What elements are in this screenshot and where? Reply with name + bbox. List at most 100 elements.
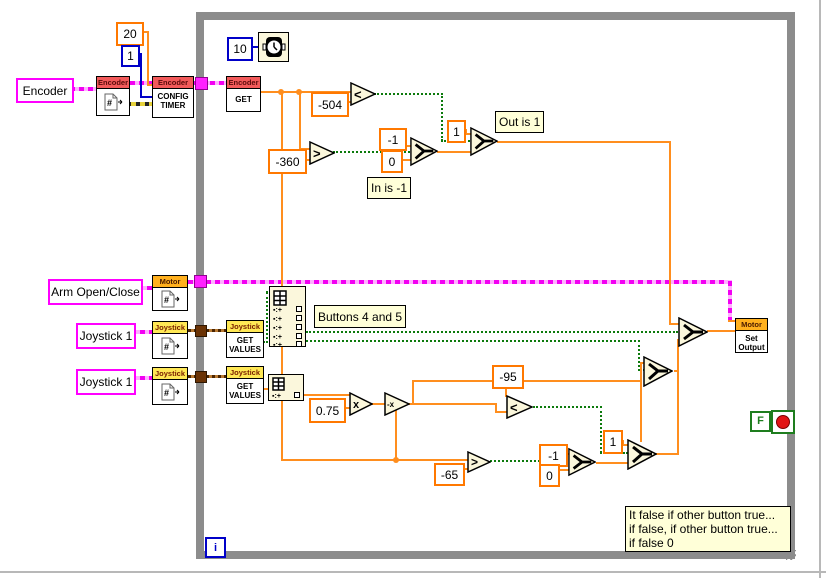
multiply-node[interactable]: x [349, 391, 374, 419]
wire-motor-ref [728, 280, 732, 322]
less-than-node[interactable]: < [350, 81, 377, 109]
select-node-out[interactable] [470, 126, 499, 160]
label-text: In is -1 [371, 181, 408, 195]
wire-bool-upper [374, 93, 443, 95]
wire-negated-branch [640, 362, 642, 442]
const-enc-upper[interactable]: -504 [311, 92, 349, 117]
greater-than-node[interactable]: > [309, 140, 336, 168]
wire-negated [495, 403, 497, 413]
joystick-open-node-1[interactable]: Joystick # [152, 321, 188, 359]
greater-than-node-axis[interactable]: > [467, 450, 492, 476]
node-header: Motor [736, 319, 767, 331]
select-fork-icon [648, 362, 668, 381]
label-arm-open-close[interactable]: Arm Open/Close [48, 279, 143, 305]
const-in-false[interactable]: 0 [381, 150, 403, 173]
const-axis-upper[interactable]: -95 [492, 365, 524, 389]
const-value: 0 [546, 468, 553, 483]
wire-encoder-value [299, 91, 301, 149]
const-loop-continue[interactable]: F [750, 411, 771, 432]
wire-scaled [371, 403, 385, 405]
wire-motor-ref [138, 286, 153, 290]
const-btn-out[interactable]: 1 [603, 430, 623, 454]
tunnel-motor-ref[interactable] [194, 275, 207, 288]
const-value: 0 [388, 154, 396, 169]
less-than-node-axis[interactable]: < [506, 394, 534, 422]
motor-open-node[interactable]: Motor # [152, 275, 188, 311]
page-icon: # [97, 89, 129, 115]
wire-select1-out [437, 151, 471, 153]
tunnel-joystick2[interactable] [195, 371, 207, 383]
const-value: 1 [127, 49, 134, 63]
label-out-is-1[interactable]: Out is 1 [495, 111, 545, 133]
const-value: 0.75 [315, 403, 340, 418]
wire-encoder-bottom [281, 459, 469, 461]
wire-bool-65 [490, 460, 568, 462]
index-array-axis[interactable]: ▪:+ [268, 374, 304, 401]
wire-encoder-value [261, 91, 351, 93]
const-value: -360 [275, 154, 300, 169]
wait-ms-timer-node[interactable] [258, 32, 289, 62]
wire-motor-ref [188, 280, 732, 284]
const-axis-lower[interactable]: -65 [434, 463, 465, 486]
const-btn-false[interactable]: 0 [539, 464, 560, 487]
loop-resize-handle[interactable] [786, 550, 796, 560]
tunnel-encoder-ref[interactable] [195, 77, 208, 90]
select-node-in[interactable] [410, 136, 439, 170]
const-scale[interactable]: 0.75 [309, 398, 346, 423]
comment-box[interactable]: It false if other button true... if fals… [625, 506, 791, 552]
node-header: Encoder [97, 77, 129, 89]
select-node-final[interactable] [678, 316, 709, 350]
const-timer-ticks[interactable]: 20 [116, 22, 144, 46]
wire-selectm-out [677, 339, 679, 455]
index-row-icon [296, 341, 302, 347]
wire-joystick1-ref [131, 330, 153, 334]
wire-negated [409, 403, 497, 405]
const-in-true[interactable]: -1 [379, 128, 407, 151]
page-icon: # [153, 380, 187, 404]
label-joystick-1a[interactable]: Joystick 1 [76, 323, 136, 349]
index-array-buttons[interactable]: ▪:+ ▪:+ ▪:+ ▪:+ ▪:+ [269, 286, 306, 349]
wire-cluster2-out [263, 388, 270, 390]
wire-negated-branch [412, 381, 414, 404]
const-enc-lower[interactable]: -360 [268, 149, 307, 174]
wire-bool-lower [333, 151, 410, 153]
less-icon: < [354, 87, 362, 102]
label-buttons-4-and-5[interactable]: Buttons 4 and 5 [314, 305, 407, 328]
grid-icon [273, 290, 287, 306]
index-row-icon: ▪:+ [273, 307, 282, 314]
grid-icon [272, 377, 285, 391]
select-node-button[interactable] [568, 447, 597, 480]
index-row-icon [294, 392, 300, 398]
index-row-icon: ▪:+ [273, 342, 282, 349]
encoder-open-node[interactable]: Encoder # [96, 76, 130, 116]
label-text: Arm Open/Close [51, 285, 140, 299]
wire-axis-value [303, 394, 350, 396]
tunnel-joystick1[interactable] [195, 325, 207, 337]
wire-button5 [638, 340, 640, 371]
negate-node[interactable]: -x [384, 391, 411, 419]
const-encoder-mode[interactable]: 1 [121, 45, 140, 67]
label-joystick-1b[interactable]: Joystick 1 [76, 369, 136, 395]
node-body-text: TIMER [160, 101, 186, 110]
select-node-button-out[interactable] [627, 438, 658, 473]
encoder-get-node[interactable]: Encoder GET [226, 76, 261, 112]
iteration-terminal[interactable]: i [205, 537, 226, 558]
wire-oneb [622, 444, 629, 446]
select-node-mid[interactable] [643, 355, 674, 390]
svg-text:#: # [107, 98, 112, 108]
label-encoder[interactable]: Encoder [16, 78, 74, 103]
const-out-true[interactable]: 1 [447, 120, 466, 143]
loop-condition-terminal[interactable] [771, 410, 795, 434]
label-in-is-neg1[interactable]: In is -1 [367, 177, 412, 199]
const-wait-ms[interactable]: 10 [227, 37, 253, 61]
node-header: Joystick [227, 321, 263, 333]
wire-button4 [306, 331, 678, 333]
joystick-open-node-2[interactable]: Joystick # [152, 367, 188, 405]
wire-junction [278, 89, 284, 95]
wire-motor-output [707, 330, 736, 332]
